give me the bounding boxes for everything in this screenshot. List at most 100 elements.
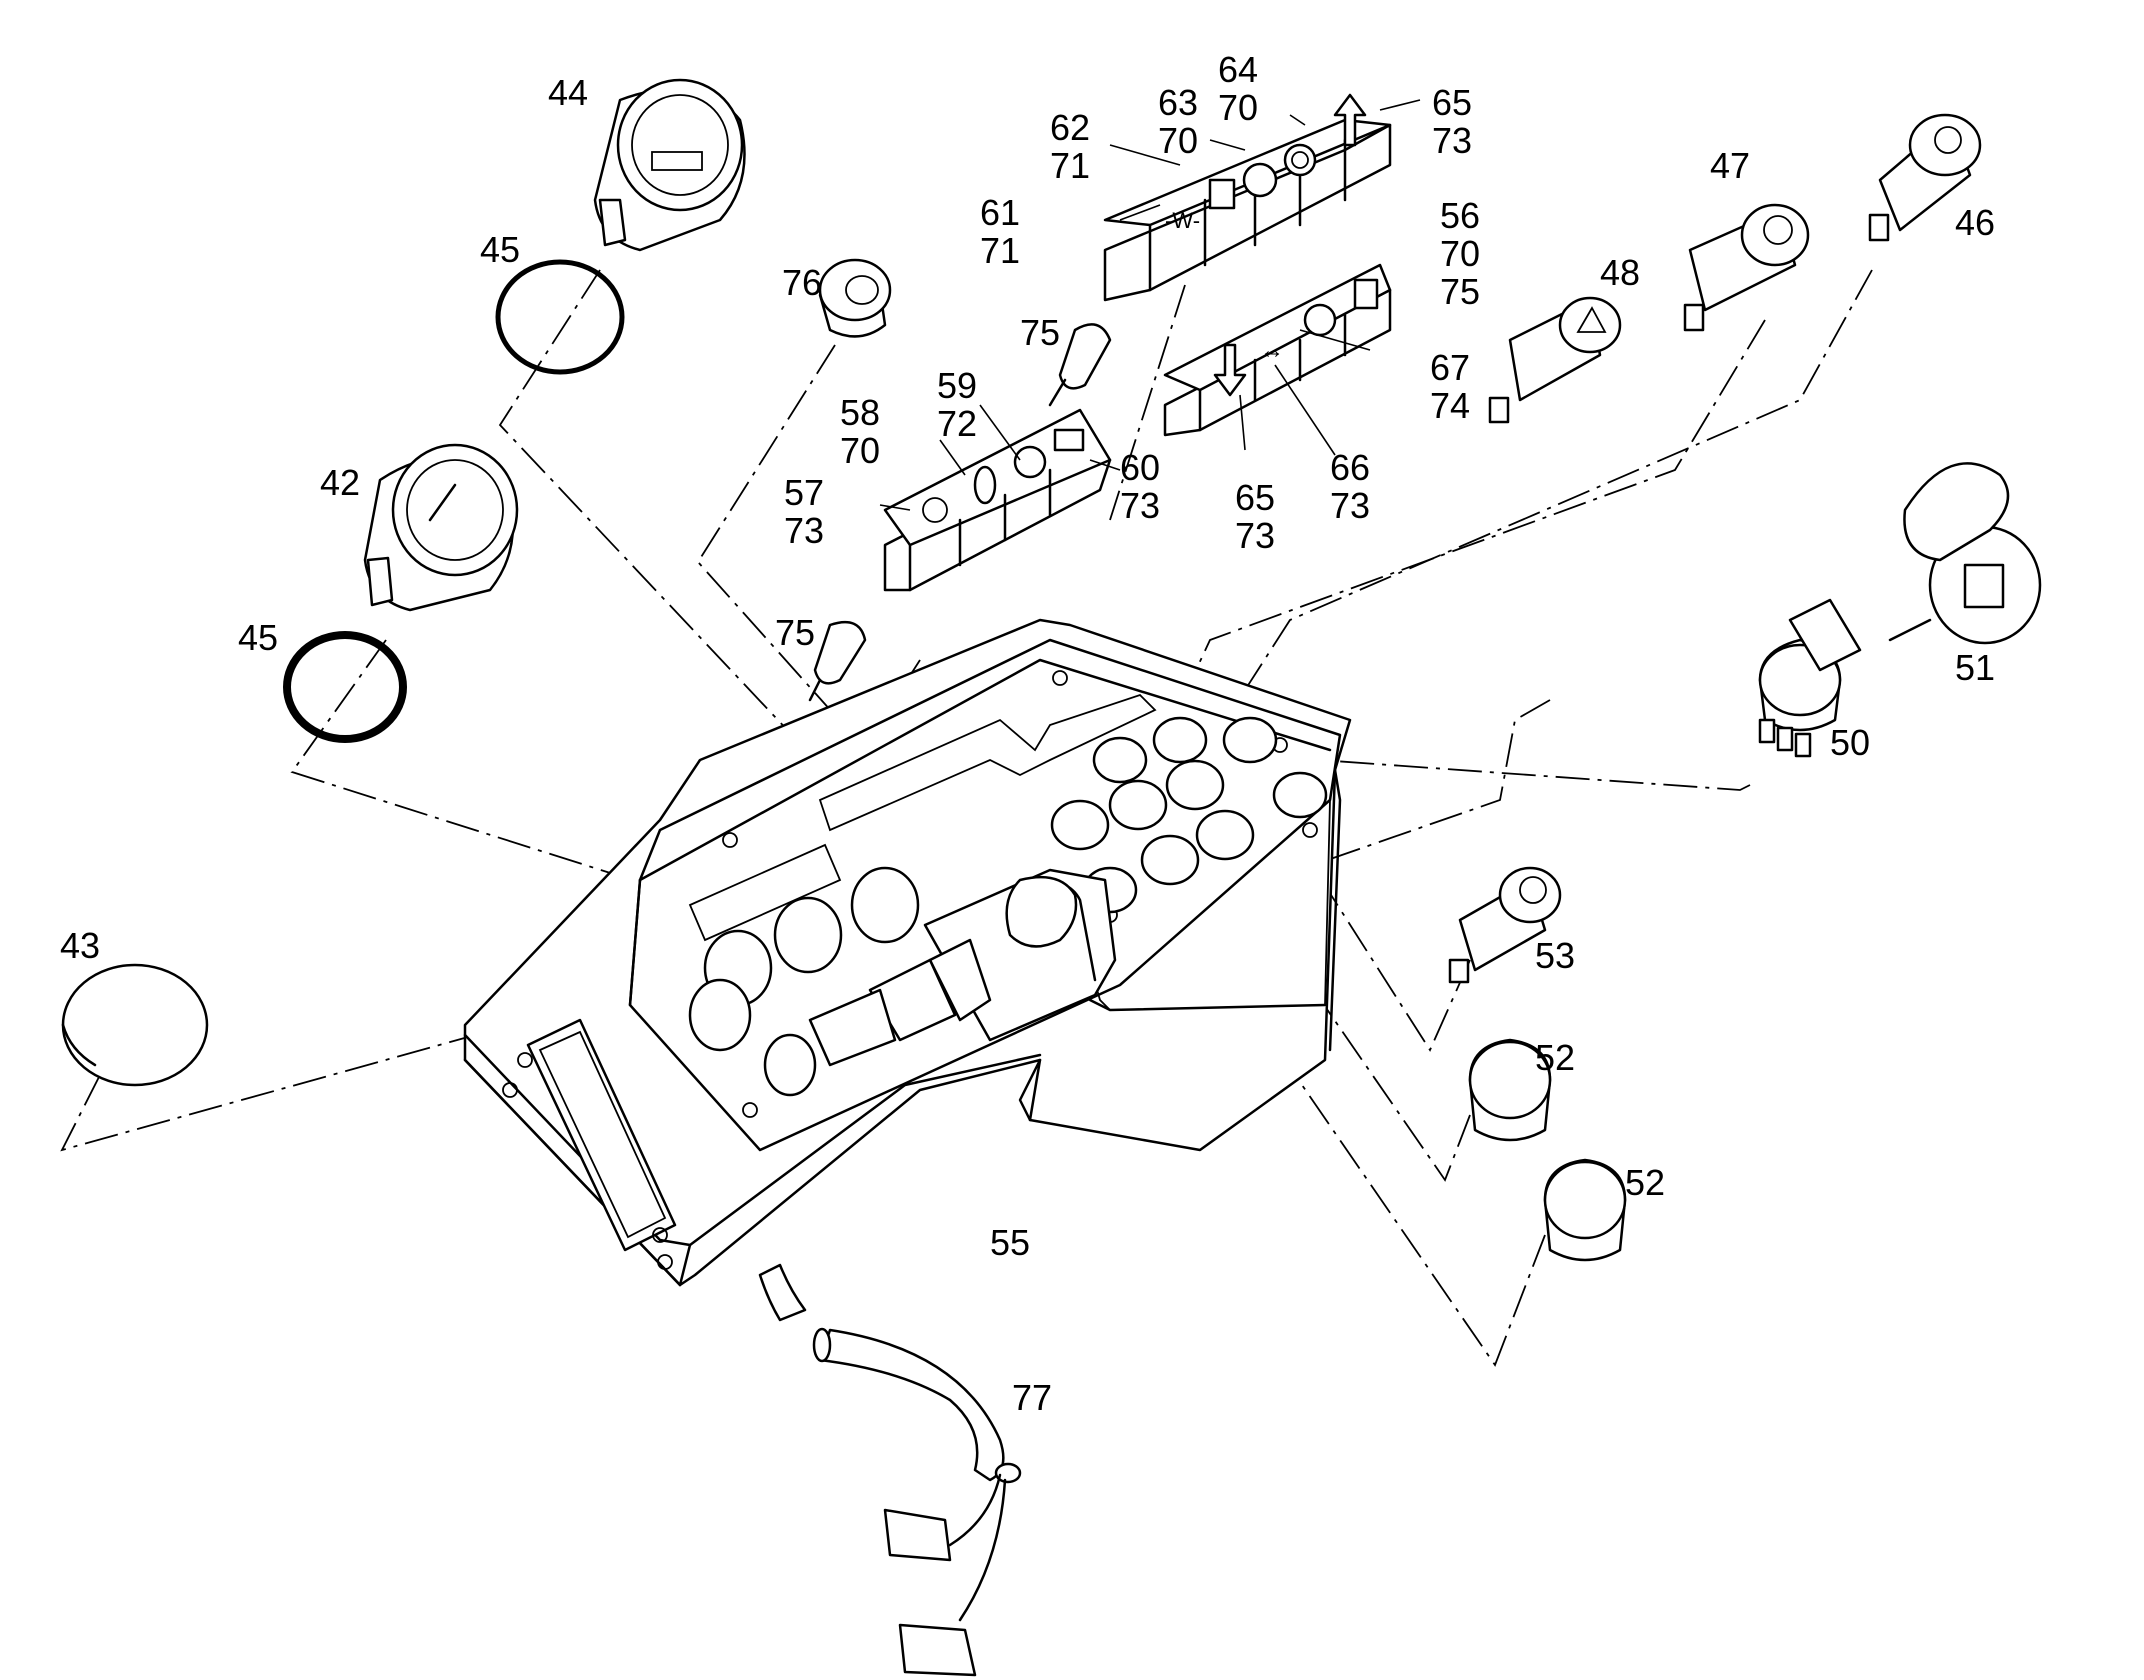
switch-rail-lower: ↔ xyxy=(1163,263,1392,437)
switch-48 xyxy=(1488,296,1622,424)
callout-45a: 45 xyxy=(480,229,520,270)
callout-line: 47 xyxy=(1710,145,1750,186)
callout-47: 47 xyxy=(1710,145,1750,186)
switch-rail-left xyxy=(883,408,1112,592)
callout-43: 43 xyxy=(60,925,100,966)
cap-76 xyxy=(818,258,892,338)
knob-52-upper xyxy=(1468,1038,1552,1142)
callout-line: 45 xyxy=(238,617,278,658)
callout-line: 42 xyxy=(320,462,360,503)
callout-55: 55 xyxy=(990,1222,1030,1263)
callout-line: 55 xyxy=(990,1222,1030,1263)
callout-52a: 52 xyxy=(1535,1037,1575,1078)
callout-46: 46 xyxy=(1955,202,1995,243)
callout-line: 72 xyxy=(937,403,977,444)
callout-line: 65 xyxy=(1432,82,1472,123)
gauge-42 xyxy=(363,443,519,612)
callout-line: 51 xyxy=(1955,647,1995,688)
callout-line: 43 xyxy=(60,925,100,966)
callout-line: 73 xyxy=(1235,515,1275,556)
callout-line: 73 xyxy=(784,510,824,551)
gauge-44 xyxy=(593,78,746,252)
knob-52-lower xyxy=(1543,1158,1627,1262)
callout-line: 52 xyxy=(1535,1037,1575,1078)
callout-line: 65 xyxy=(1235,477,1275,518)
callout-76: 76 xyxy=(782,262,822,303)
o-ring-45-upper xyxy=(495,259,625,375)
callout-line: 48 xyxy=(1600,252,1640,293)
callout-line: 70 xyxy=(1218,87,1258,128)
callout-53: 53 xyxy=(1535,935,1575,976)
callout-line: 46 xyxy=(1955,202,1995,243)
callout-line: 53 xyxy=(1535,935,1575,976)
callout-line: 64 xyxy=(1218,49,1258,90)
callout-line: 63 xyxy=(1158,82,1198,123)
ignition-switch-50 xyxy=(1758,598,1862,758)
callout-line: 44 xyxy=(548,72,588,113)
callout-line: 67 xyxy=(1430,347,1470,388)
callout-line: 58 xyxy=(840,392,880,433)
callout-75b: 75 xyxy=(775,612,815,653)
callout-line: 52 xyxy=(1625,1162,1665,1203)
callout-line: 77 xyxy=(1012,1377,1052,1418)
callout-line: 45 xyxy=(480,229,520,270)
hand-control-55 xyxy=(763,868,1117,1097)
callout-77: 77 xyxy=(1012,1377,1052,1418)
callout-51: 51 xyxy=(1955,647,1995,688)
switch-53 xyxy=(1448,866,1562,984)
callout-line: 56 xyxy=(1440,195,1480,236)
callout-42: 42 xyxy=(320,462,360,503)
callout-line: 50 xyxy=(1830,722,1870,763)
callout-52b: 52 xyxy=(1625,1162,1665,1203)
leader-lines xyxy=(879,99,1421,511)
switch-46 xyxy=(1868,113,1982,242)
callout-75a: 75 xyxy=(1020,312,1060,353)
svg-text:-W-: -W- xyxy=(1165,208,1200,233)
callout-line: 66 xyxy=(1330,447,1370,488)
callout-line: 70 xyxy=(1158,120,1198,161)
callout-line: 60 xyxy=(1120,447,1160,488)
wiring-harness xyxy=(758,1263,1022,1677)
callout-line: 70 xyxy=(840,430,880,471)
switch-rail-upper: -W- xyxy=(1103,93,1392,302)
callout-line: 75 xyxy=(1440,271,1480,312)
console-housing xyxy=(463,618,1352,1287)
callout-line: 73 xyxy=(1120,485,1160,526)
callout-44: 44 xyxy=(548,72,588,113)
callout-line: 71 xyxy=(1050,145,1090,186)
cover-51 xyxy=(1888,462,2042,645)
callout-line: 61 xyxy=(980,192,1020,233)
bulbs-75 xyxy=(808,323,1112,702)
switch-47 xyxy=(1683,203,1810,332)
callout-line: 73 xyxy=(1330,485,1370,526)
callout-50: 50 xyxy=(1830,722,1870,763)
callout-line: 75 xyxy=(775,612,815,653)
callout-line: 59 xyxy=(937,365,977,406)
callout-line: 62 xyxy=(1050,107,1090,148)
o-ring-45-lower xyxy=(283,631,407,743)
callout-line: 70 xyxy=(1440,233,1480,274)
callout-line: 75 xyxy=(1020,312,1060,353)
callout-48: 48 xyxy=(1600,252,1640,293)
callout-line: 76 xyxy=(782,262,822,303)
callout-line: 73 xyxy=(1432,120,1472,161)
callout-line: 71 xyxy=(980,230,1020,271)
cap-43 xyxy=(61,963,209,1087)
callout-line: 57 xyxy=(784,472,824,513)
